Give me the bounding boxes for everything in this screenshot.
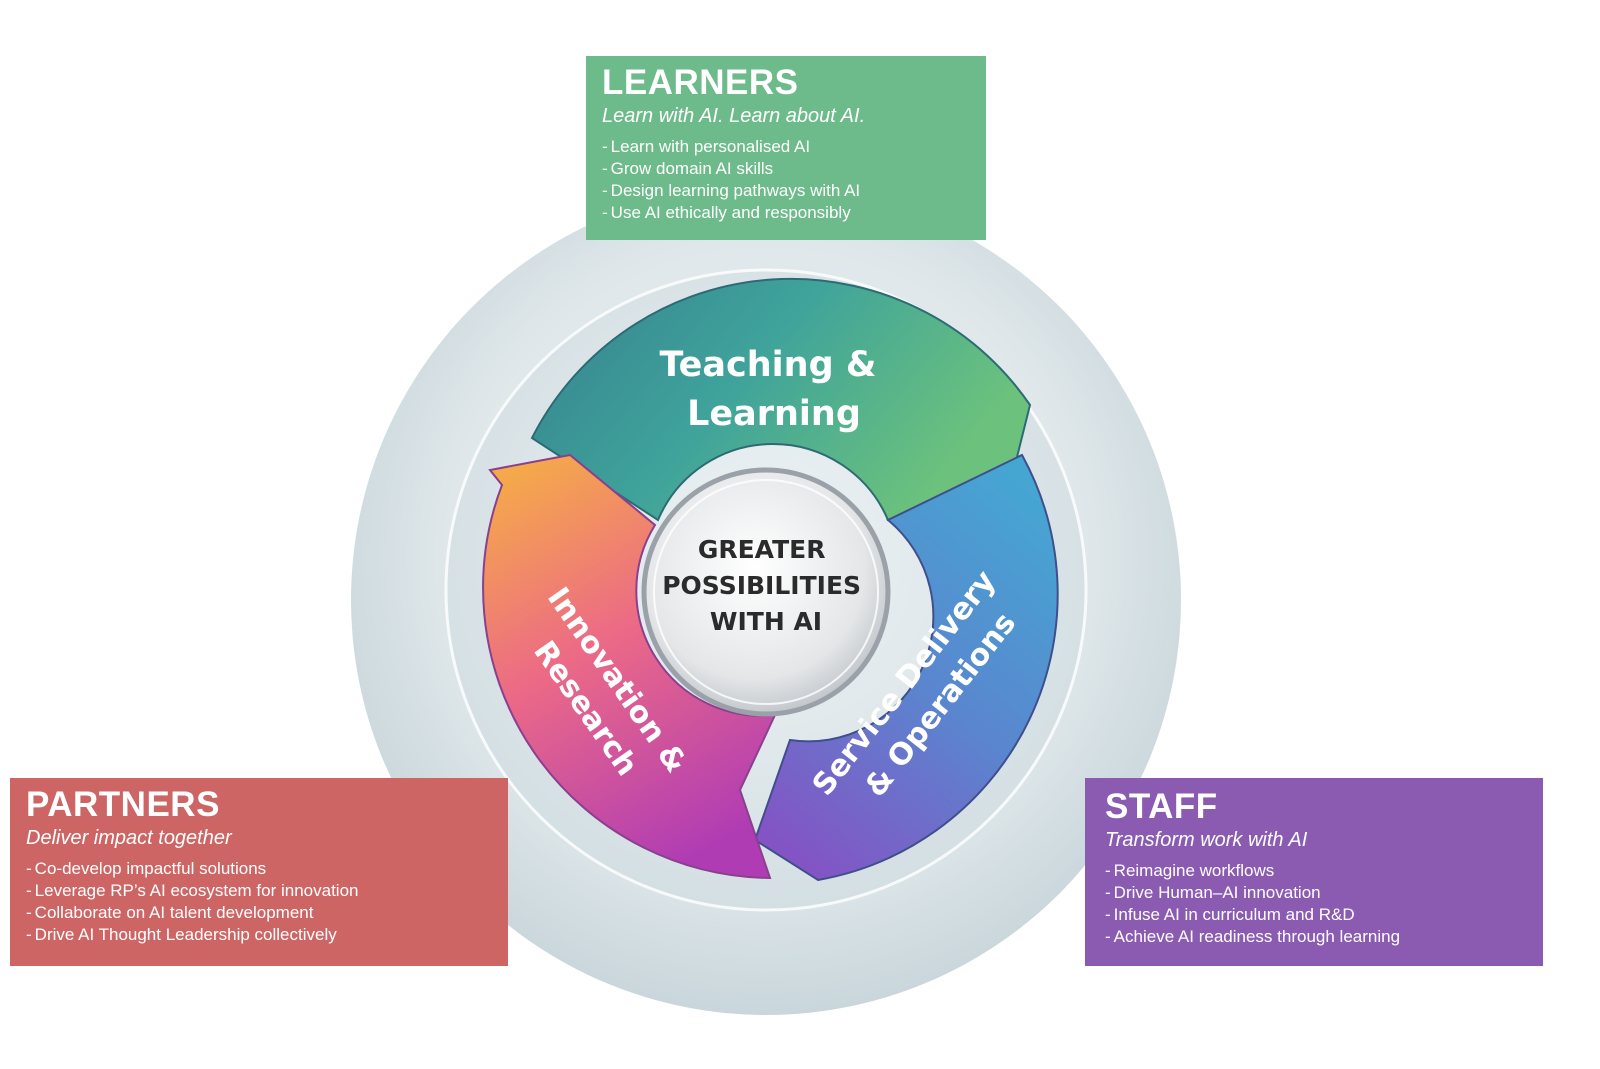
segment-teaching-learning: [530, 277, 1032, 522]
learners-title: LEARNERS: [602, 63, 799, 102]
learners-box: LEARNERS Learn with AI. Learn about AI. …: [586, 56, 986, 240]
learners-item: Grow domain AI skills: [602, 158, 970, 180]
learners-item: Use AI ethically and responsibly: [602, 202, 970, 224]
partners-item: Co-develop impactful solutions: [26, 858, 492, 880]
center-label: GREATER POSSIBILITIES WITH AI: [662, 535, 870, 636]
staff-item: Achieve AI readiness through learning: [1105, 926, 1523, 948]
staff-box: STAFF Transform work with AI Reimagine w…: [1085, 778, 1543, 966]
staff-item: Infuse AI in curriculum and R&D: [1105, 904, 1523, 926]
learners-item: Learn with personalised AI: [602, 136, 970, 158]
staff-title: STAFF: [1105, 787, 1218, 826]
partners-item: Drive AI Thought Leadership collectively: [26, 924, 492, 946]
partners-box: PARTNERS Deliver impact together Co-deve…: [10, 778, 508, 966]
partners-item: Leverage RP’s AI ecosystem for innovatio…: [26, 880, 492, 902]
segment-service-delivery: [753, 453, 1059, 882]
learners-item: Design learning pathways with AI: [602, 180, 970, 202]
learners-subtitle: Learn with AI. Learn about AI.: [602, 105, 866, 127]
partners-title: PARTNERS: [26, 785, 220, 824]
segment-innovation-research: [482, 453, 777, 880]
staff-list: Reimagine workflows Drive Human–AI innov…: [1105, 860, 1523, 948]
partners-item: Collaborate on AI talent development: [26, 902, 492, 924]
staff-subtitle: Transform work with AI: [1105, 829, 1308, 851]
staff-item: Drive Human–AI innovation: [1105, 882, 1523, 904]
staff-item: Reimagine workflows: [1105, 860, 1523, 882]
partners-subtitle: Deliver impact together: [26, 827, 232, 849]
center-circle: [641, 467, 891, 717]
learners-list: Learn with personalised AI Grow domain A…: [602, 136, 970, 224]
partners-list: Co-develop impactful solutions Leverage …: [26, 858, 492, 946]
segment-label-teaching-learning: Teaching & Learning: [659, 345, 888, 434]
